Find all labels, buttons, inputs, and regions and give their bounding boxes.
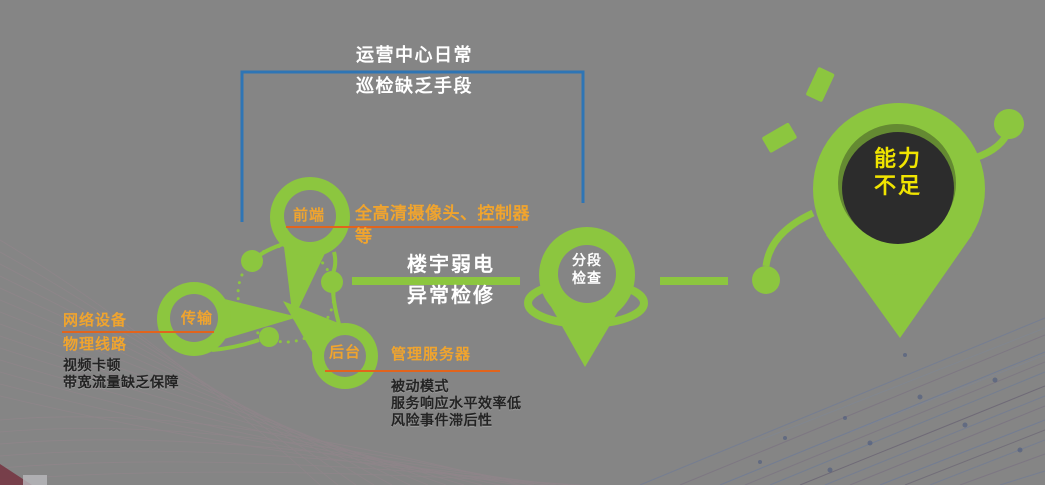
connector-line-right: [660, 277, 728, 285]
connector-line-left: [352, 277, 520, 285]
transmission-device1: 网络设备: [63, 312, 128, 329]
node-dots: [241, 250, 343, 347]
transmission-issue1: 视频卡顿: [63, 357, 121, 373]
segment-pin-line1: 分段: [572, 252, 602, 268]
center-note-line1: 楼宇弱电: [407, 254, 495, 276]
transmission-device2: 物理线路: [63, 336, 128, 353]
backend-pin-icon: [283, 301, 378, 389]
capability-line1: 能力: [873, 146, 922, 171]
transmission-pin-label: 传输: [181, 310, 214, 327]
backend-issue1: 被动模式: [391, 378, 449, 394]
front-pin-icon: [270, 177, 350, 320]
capability-dark-circle: [842, 132, 954, 244]
segment-pin-icon: [524, 227, 648, 367]
backend-issue3: 风险事件滞后性: [391, 412, 493, 428]
transmission-pin-icon: [157, 282, 298, 356]
capability-pin-icon: [752, 67, 1024, 338]
circuit-lines-texture: [639, 317, 1045, 485]
bracket-line: [240, 70, 585, 222]
front-pin-label: 前端: [293, 207, 326, 224]
transmission-issue2: 带宽流量缺乏保障: [63, 374, 179, 390]
segment-pin-line2: 检查: [572, 270, 602, 286]
orange-underlines: [62, 226, 518, 372]
capability-line2: 不足: [873, 173, 922, 198]
fan-lines-texture: [0, 239, 581, 485]
corner-rect: [23, 475, 47, 485]
sparkle-rects: [762, 67, 835, 153]
front-pin-device: 全高清摄像头、控制器等: [355, 204, 530, 246]
center-note-line2: 异常检修: [407, 285, 495, 307]
title-note-line1: 运营中心日常: [356, 45, 473, 65]
backend-pin-label: 后台: [329, 344, 362, 361]
backend-issue2: 服务响应水平效率低: [391, 395, 522, 411]
backend-device: 管理服务器: [391, 346, 472, 363]
title-note-line2: 巡检缺乏手段: [356, 76, 473, 96]
